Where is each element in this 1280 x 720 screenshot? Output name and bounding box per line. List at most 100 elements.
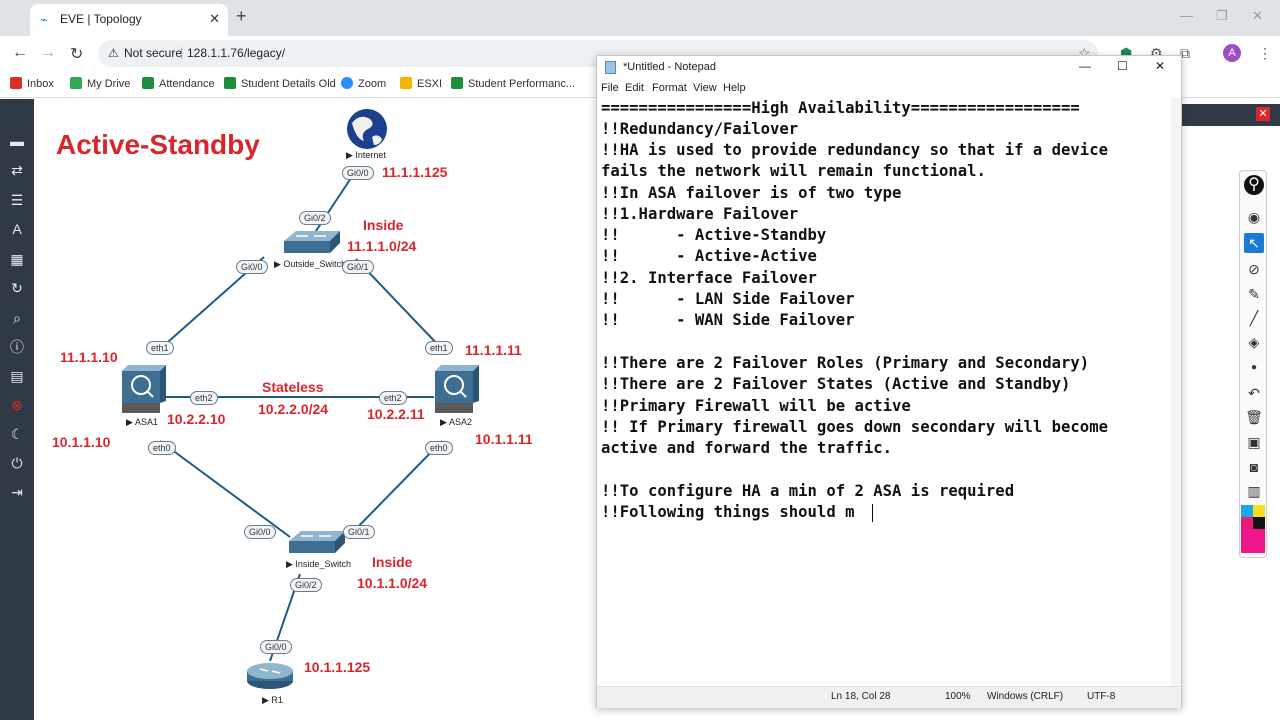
- link-asa1-inside-switch: [159, 440, 291, 538]
- close-tab-icon[interactable]: ✕: [209, 11, 220, 26]
- close-panel-icon[interactable]: ✕: [1256, 107, 1270, 121]
- new-tab-button[interactable]: +: [236, 6, 247, 26]
- laser-pointer-icon[interactable]: ⊘: [1248, 261, 1260, 277]
- dark-mode-icon[interactable]: ☾: [10, 426, 24, 442]
- forward-icon[interactable]: →: [40, 44, 56, 61]
- not-secure-icon[interactable]: ⚠: [108, 46, 119, 60]
- status-line-ending: Windows (CRLF): [987, 691, 1064, 702]
- notes-icon[interactable]: ▤: [10, 368, 24, 384]
- info-icon[interactable]: ⓘ: [10, 339, 24, 355]
- port-asa1-eth0: eth0: [148, 441, 176, 455]
- port-asa2-eth2: eth2: [379, 391, 407, 405]
- dot-size-icon[interactable]: ●: [1250, 362, 1258, 373]
- text-caret: [872, 504, 873, 522]
- bookmark-my-drive[interactable]: My Drive: [70, 77, 130, 90]
- notepad-app-icon: [605, 61, 616, 74]
- menu-format[interactable]: Format: [652, 82, 687, 94]
- bookmark-student-details[interactable]: Student Details Old: [224, 77, 336, 90]
- label-inside-bottom-net: 10.1.1.0/24: [357, 575, 428, 591]
- profile-avatar[interactable]: A: [1223, 44, 1241, 62]
- pen-icon[interactable]: ╱: [1249, 310, 1259, 326]
- notepad-title-bar[interactable]: *Untitled - Notepad — ☐ ✕: [597, 56, 1181, 80]
- port-asa2-eth0: eth0: [425, 441, 453, 455]
- link-outside-switch-asa2: [355, 258, 443, 350]
- camera-icon[interactable]: ◙: [1249, 459, 1259, 475]
- cursor-icon[interactable]: ↖: [1244, 233, 1264, 253]
- label-stateless-net: 10.2.2.0/24: [258, 401, 329, 417]
- menu-view[interactable]: View: [693, 82, 717, 94]
- refresh-icon[interactable]: ↻: [11, 280, 23, 296]
- trash-icon[interactable]: 🗑: [1245, 409, 1263, 425]
- bookmark-esxi[interactable]: ESXI: [400, 77, 442, 90]
- highlighter-icon[interactable]: ✎: [1248, 286, 1260, 302]
- sheets-icon: [142, 77, 154, 89]
- logout-icon[interactable]: ⇥: [11, 484, 23, 500]
- url-text[interactable]: 128.1.1.76/legacy/: [187, 46, 286, 60]
- menu-edit[interactable]: Edit: [625, 82, 644, 94]
- bookmark-attendance[interactable]: Attendance: [142, 77, 215, 90]
- extensions-puzzle-icon[interactable]: ⧉: [1180, 45, 1190, 61]
- port-r1-gi0-0: Gi0/0: [260, 640, 292, 654]
- color-swatch-yellow[interactable]: [1253, 505, 1265, 517]
- close-lab-icon[interactable]: ⊗: [11, 397, 23, 413]
- label-internet-ip: 11.1.1.125: [382, 164, 448, 180]
- pin-icon[interactable]: ⚲: [1244, 175, 1264, 195]
- lab-icon[interactable]: ▬: [10, 133, 24, 149]
- bookmark-inbox[interactable]: Inbox: [10, 77, 54, 90]
- back-icon[interactable]: ←: [12, 44, 28, 61]
- reload-icon[interactable]: ↻: [70, 46, 84, 63]
- node-label-internet[interactable]: ▶ Internet: [346, 150, 386, 160]
- node-label-asa2[interactable]: ▶ ASA2: [440, 417, 472, 427]
- undo-icon[interactable]: ↶: [1248, 385, 1260, 401]
- menu-file[interactable]: File: [601, 82, 619, 94]
- browser-tab-strip: ⌁ EVE | Topology ✕ + — ❐ ✕: [0, 0, 1280, 36]
- omnibox-divider: |: [180, 45, 184, 59]
- asa1-firewall-icon: [122, 365, 166, 413]
- color-palette[interactable]: [1241, 505, 1265, 555]
- notepad-text-area[interactable]: ================High Availability=======…: [597, 98, 1171, 686]
- node-label-asa1[interactable]: ▶ ASA1: [126, 417, 158, 427]
- topology-canvas[interactable]: Active-Standby ▶ Internet ▶ Outside_Swit…: [34, 99, 596, 720]
- status-zoom: 100%: [945, 691, 971, 702]
- close-window-button[interactable]: ✕: [1252, 8, 1263, 23]
- node-label-r1[interactable]: ▶ R1: [262, 695, 283, 705]
- text-icon[interactable]: A: [12, 221, 22, 237]
- browser-menu-icon[interactable]: ⋮: [1258, 45, 1272, 61]
- current-color-swatch[interactable]: [1241, 529, 1265, 553]
- maximize-window-button[interactable]: ❐: [1216, 8, 1228, 23]
- browser-tab[interactable]: ⌁ EVE | Topology ✕: [30, 4, 228, 36]
- transfer-icon[interactable]: ⇄: [11, 162, 23, 178]
- whiteboard-icon[interactable]: ▣: [1247, 434, 1261, 450]
- status-encoding: UTF-8: [1087, 691, 1116, 702]
- outside-switch-icon: [284, 231, 340, 253]
- zoom-icon[interactable]: ⌕: [13, 310, 21, 326]
- notepad-maximize-button[interactable]: ☐: [1117, 59, 1128, 73]
- node-label-inside-switch[interactable]: ▶ Inside_Switch: [286, 559, 351, 569]
- asa2-firewall-icon: [435, 365, 479, 413]
- bookmark-student-performance[interactable]: Student Performanc...: [451, 77, 575, 90]
- grid-icon[interactable]: ▦: [10, 251, 24, 267]
- notepad-minimize-button[interactable]: —: [1079, 59, 1091, 73]
- menu-help[interactable]: Help: [723, 82, 746, 94]
- color-swatch-pink[interactable]: [1241, 517, 1253, 529]
- text-line: !!2. Interface Failover: [601, 269, 817, 287]
- eye-icon[interactable]: ◉: [1247, 209, 1261, 225]
- link-asa2-inside-switch: [349, 440, 443, 536]
- minimize-window-button[interactable]: —: [1180, 8, 1193, 23]
- color-swatch-blue[interactable]: [1241, 505, 1253, 517]
- notepad-vertical-scrollbar[interactable]: [1171, 98, 1181, 686]
- text-line: !!Following things should m: [601, 503, 855, 521]
- bookmark-zoom[interactable]: Zoom: [341, 77, 386, 90]
- notepad-status-bar: Ln 18, Col 28 100% Windows (CRLF) UTF-8: [597, 686, 1181, 708]
- port-outside-switch-gi0-0: Gi0/0: [236, 260, 268, 274]
- eraser-icon[interactable]: ◈: [1248, 334, 1260, 350]
- notepad-menu-bar: File Edit Format View Help: [597, 80, 1181, 98]
- eve-favicon-icon: ⌁: [40, 12, 48, 27]
- clipboard-icon[interactable]: ▥: [1247, 483, 1261, 499]
- internet-globe-icon: [347, 109, 387, 149]
- node-label-outside-switch[interactable]: ▶ Outside_Switch: [274, 259, 346, 269]
- notepad-close-button[interactable]: ✕: [1155, 59, 1166, 73]
- power-icon[interactable]: ⏻: [11, 455, 23, 471]
- list-icon[interactable]: ☰: [10, 192, 24, 208]
- color-swatch-black[interactable]: [1253, 517, 1265, 529]
